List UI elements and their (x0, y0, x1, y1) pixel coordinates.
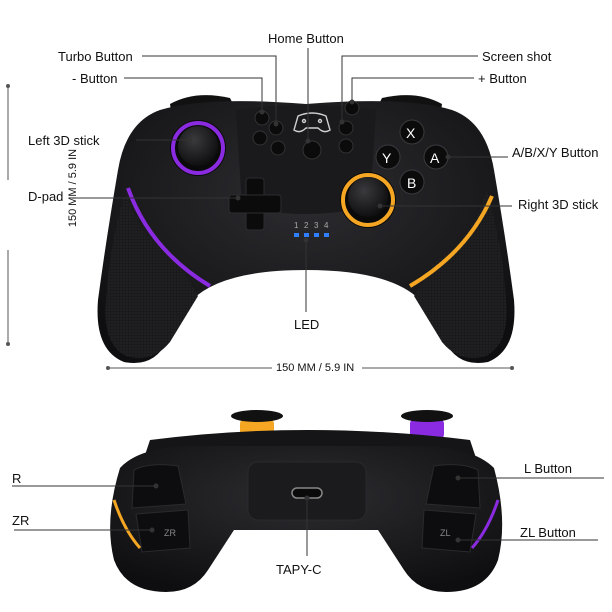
turbo-button-label: Turbo Button (58, 49, 133, 64)
zl-mark: ZL (440, 528, 451, 538)
a-button-label: A (430, 150, 440, 166)
led-number-3: 3 (314, 221, 319, 230)
led-label: LED (294, 317, 320, 332)
height-dimension: 150 MM / 5.9 IN (67, 148, 79, 228)
gamepad-logo-icon (293, 112, 331, 133)
led-number-2: 2 (304, 221, 309, 230)
led-lights (294, 233, 329, 237)
screenshot-label: Screen shot (482, 49, 552, 64)
x-button-label: X (406, 125, 416, 141)
plus-button-label: + Button (478, 71, 527, 86)
led-number-1: 1 (294, 221, 299, 230)
left-stick (178, 126, 218, 166)
back-controller (110, 410, 503, 592)
l-button-label: L Button (524, 461, 572, 476)
led-number-4: 4 (324, 221, 329, 230)
zl-button-label: ZL Button (520, 525, 576, 540)
width-dimension: 150 MM / 5.9 IN (276, 362, 355, 374)
home-button-label: Home Button (268, 31, 344, 46)
r-button-label: R (12, 471, 22, 486)
b-button (399, 169, 425, 195)
b-button-label: B (407, 175, 417, 191)
screenshot-button-shape (338, 120, 354, 136)
right-stick (348, 177, 388, 217)
dpad (228, 177, 282, 231)
y-button-label: Y (382, 150, 392, 166)
zr-button-label: ZR (12, 513, 30, 528)
y-button (375, 144, 401, 170)
front-controller (97, 95, 515, 364)
right-stick-label: Right 3D stick (518, 197, 599, 212)
left-stick-label: Left 3D stick (28, 133, 100, 148)
minus-button-label: - Button (72, 71, 118, 86)
dpad-label: D-pad (28, 189, 64, 204)
zr-mark: ZR (164, 528, 176, 538)
x-button (399, 119, 425, 145)
abxy-button-label: A/B/X/Y Button (512, 145, 599, 160)
usb-c-label: TAPY-C (276, 562, 322, 577)
callout-lines (72, 48, 512, 312)
home-button-shape (302, 140, 322, 160)
dimension-lines (7, 86, 512, 369)
